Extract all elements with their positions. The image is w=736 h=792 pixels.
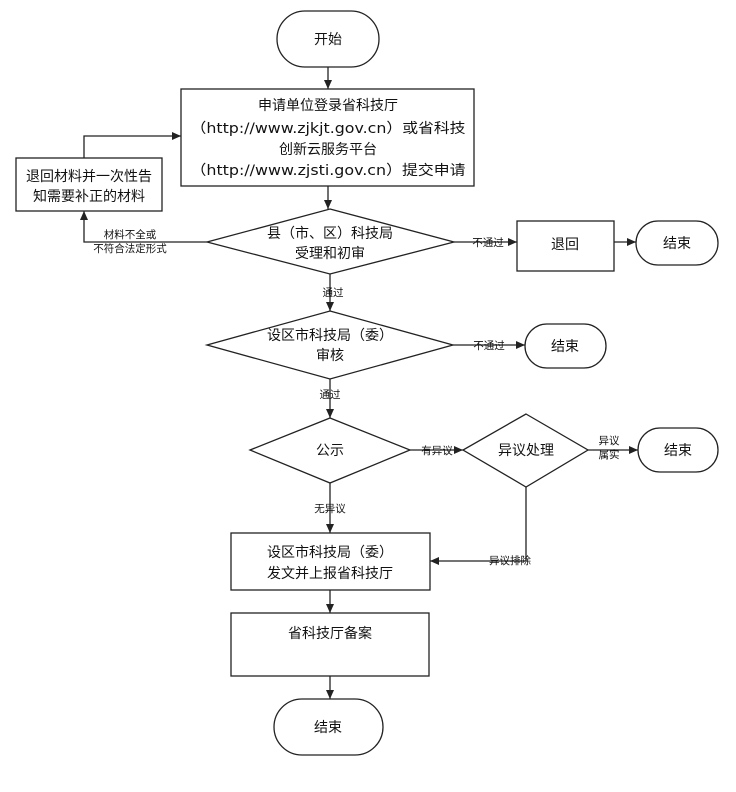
edge-label-pass-1: 通过 [323,286,344,299]
edge-label-has-objection: 有异议 [421,444,453,457]
edge-label-no-objection: 无异议 [314,503,346,515]
start-label: 开始 [314,32,342,48]
edge-label-incomplete-1: 材料不全或 [104,228,157,241]
edge-label-incomplete-2: 不符合法定形式 [93,242,167,255]
publicity-label: 公示 [316,443,344,459]
end-label-final: 结束 [314,720,342,736]
county-review-line-1: 县（市、区）科技局 [267,225,393,242]
return-materials-line-1: 退回材料并一次性告 [26,169,152,185]
objection-label: 异议处理 [498,443,554,459]
returned-label: 退回 [551,237,579,253]
objection-decision [461,413,590,488]
county-review-line-2: 受理和初审 [295,245,365,262]
end-terminal-2 [524,323,607,369]
apply-line-1: 申请单位登录省科技厅 [258,98,398,114]
end-terminal-final [273,698,384,756]
edge-label-objection-confirmed-1: 异议 [599,435,620,447]
county-review-decision [204,208,457,275]
apply-line-2: （http://www.zjkjt.gov.cn）或省科技 [191,121,466,137]
edge-label-fail-2: 不通过 [473,339,505,352]
end-label-1: 结束 [663,236,691,252]
end-label-2: 结束 [551,339,579,355]
publicity-decision [248,417,412,484]
edge-label-pass-2: 通过 [320,388,341,401]
city-submit-line-2: 发文并上报省科技厅 [267,566,393,582]
return-materials-line-2: 知需要补正的材料 [33,188,145,205]
edge-label-objection-confirmed-2: 属实 [599,448,620,461]
end-terminal-3 [637,427,719,473]
filing-box [230,612,430,677]
returned-box [516,220,615,272]
edge-label-objection-dismissed: 异议排除 [489,554,531,567]
city-review-decision [204,310,456,380]
arrow-objection-to-citysubmit [430,487,527,565]
apply-box [180,88,475,187]
start-terminal [276,10,380,68]
arrow-county-to-return [80,211,207,243]
city-review-line-2: 审核 [316,348,344,364]
end-terminal-1 [635,220,719,266]
city-review-line-1: 设区市科技局（委） [267,327,393,344]
end-label-3: 结束 [664,443,692,459]
apply-line-3: 创新云服务平台 [279,142,377,158]
filing-label: 省科技厅备案 [288,625,372,642]
apply-line-4: （http://www.zjsti.gov.cn）提交申请 [191,162,466,179]
city-submit-box [230,532,431,591]
city-submit-line-1: 设区市科技局（委） [267,544,393,561]
arrow-return-to-apply [83,132,181,158]
return-materials-box [15,157,163,212]
edge-label-fail-1: 不通过 [472,236,504,249]
